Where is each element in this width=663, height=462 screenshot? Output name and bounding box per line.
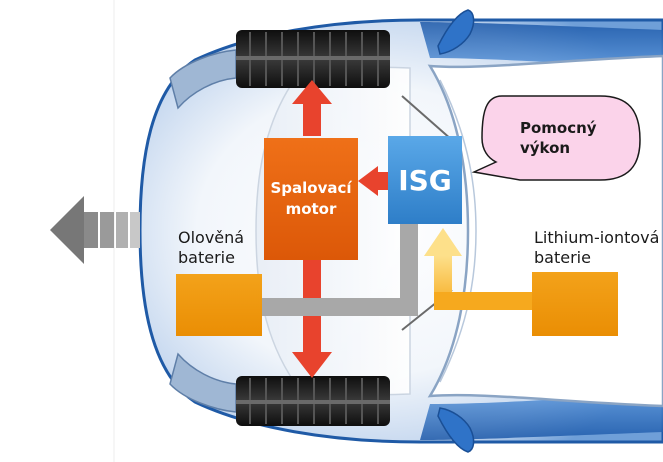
assist-power-callout bbox=[471, 95, 641, 181]
isg-label: ISG bbox=[398, 163, 452, 197]
wheel-bottom bbox=[236, 376, 390, 426]
callout-label: Pomocný výkon bbox=[520, 118, 597, 158]
wheel-top bbox=[236, 30, 390, 88]
connector-lead-battery-isg bbox=[262, 220, 418, 316]
callout-label-line1: Pomocný bbox=[520, 119, 597, 137]
power-arrow-up bbox=[292, 80, 332, 136]
lead-battery-label: Olověná baterie bbox=[178, 228, 244, 268]
assist-arrow bbox=[424, 228, 534, 310]
mirror-top bbox=[437, 9, 475, 55]
lithium-battery-label-line1: Lithium-iontová bbox=[534, 228, 660, 247]
mirror-bottom bbox=[437, 407, 475, 453]
lithium-battery-label: Lithium-iontová baterie bbox=[534, 228, 659, 268]
lead-battery-label-line2: baterie bbox=[178, 248, 235, 267]
engine-label-line1: Spalovací bbox=[270, 179, 352, 197]
lithium-battery-label-line2: baterie bbox=[534, 248, 591, 267]
engine-label-line2: motor bbox=[285, 200, 337, 218]
isg-box bbox=[388, 136, 462, 224]
engine-box bbox=[264, 138, 358, 260]
callout-label-line2: výkon bbox=[520, 139, 571, 157]
lead-battery-label-line1: Olověná bbox=[178, 228, 245, 247]
engine-label: Spalovací motor bbox=[264, 138, 358, 260]
isg-to-engine-arrow bbox=[358, 166, 390, 196]
lead-battery-box bbox=[176, 274, 262, 336]
driving-direction-arrow bbox=[50, 196, 140, 264]
lithium-battery-box bbox=[532, 272, 618, 336]
